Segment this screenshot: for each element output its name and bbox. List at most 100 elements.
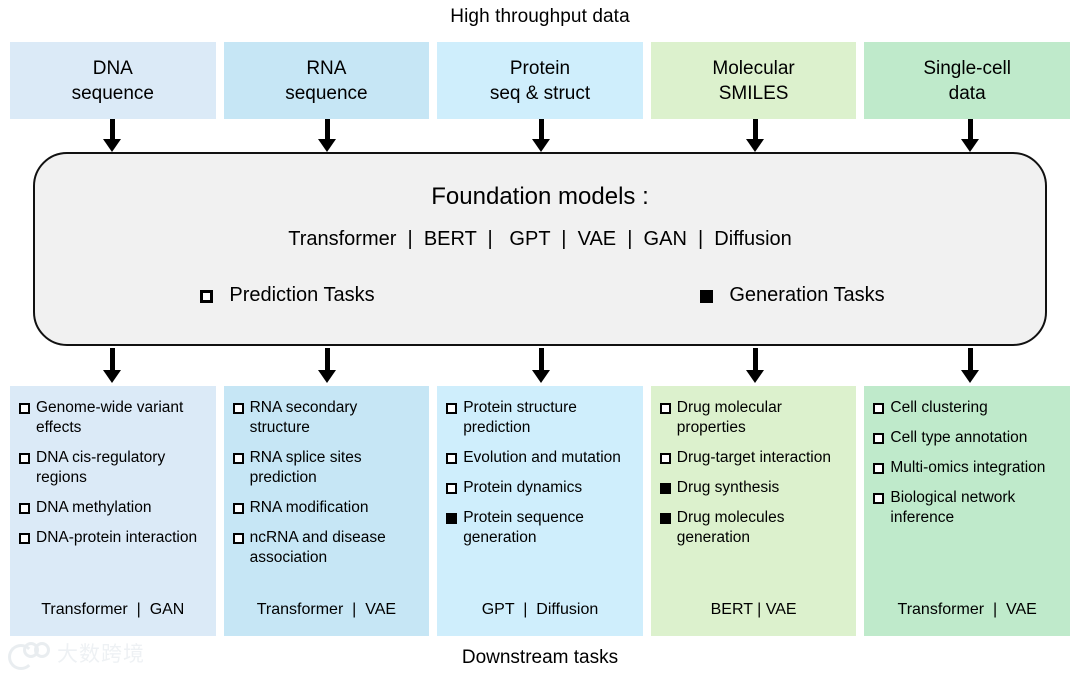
hollow-square-icon <box>873 493 885 504</box>
task-column-models: Transformer | GAN <box>41 601 185 618</box>
foundation-models-title: Foundation models : <box>431 183 649 210</box>
hollow-square-icon <box>232 403 244 414</box>
hollow-square-icon <box>446 403 458 414</box>
source-label-line1: Protein <box>509 57 571 79</box>
arrow-down-icon-model-to-singlecell-tasks <box>961 348 979 383</box>
arrow-down-icon-molecular-to-model <box>746 119 764 152</box>
list-item: Drug-target interaction <box>659 448 848 468</box>
list-item: Protein sequence generation <box>446 508 634 548</box>
source-label-line2: data <box>948 82 986 104</box>
list-item: Cell clustering <box>873 398 1061 418</box>
hollow-square-icon <box>232 453 244 464</box>
task-label: Protein structure prediction <box>463 399 577 436</box>
hollow-square-icon <box>19 453 30 464</box>
source-label-line2: SMILES <box>718 82 789 104</box>
task-label: Protein sequence generation <box>463 509 584 546</box>
hollow-square-icon <box>200 289 214 303</box>
list-item: DNA-protein interaction <box>19 528 207 548</box>
task-label: DNA methylation <box>36 499 152 516</box>
page-title: High throughput data <box>450 6 630 27</box>
arrow-down-icon-model-to-rna-tasks <box>318 348 336 383</box>
list-item: Protein structure prediction <box>446 398 634 438</box>
list-item: RNA modification <box>232 498 421 518</box>
hollow-square-icon <box>659 453 671 464</box>
list-item: Drug molecules generation <box>659 508 848 548</box>
filled-square-icon <box>659 483 671 494</box>
hollow-square-icon <box>873 403 885 414</box>
list-item: Multi-omics integration <box>873 458 1061 478</box>
task-label: RNA secondary structure <box>249 399 358 436</box>
hollow-square-icon <box>19 533 30 544</box>
task-label: Cell type annotation <box>890 429 1028 446</box>
source-box-single-cell: Single-cell data <box>864 42 1070 119</box>
source-box-protein: Protein seq & struct <box>437 42 643 119</box>
foundation-legend: Prediction Tasks Generation Tasks <box>35 282 1045 308</box>
list-item: Evolution and mutation <box>446 448 634 468</box>
arrow-down-icon-model-to-protein-tasks <box>532 348 550 383</box>
list-item: DNA methylation <box>19 498 207 518</box>
arrow-down-icon-dna-to-model <box>103 119 121 152</box>
foundation-models-list: Transformer | BERT | GPT | VAE | GAN | D… <box>288 228 792 250</box>
legend-item-prediction-tasks: Prediction Tasks <box>35 282 540 308</box>
task-label: Drug molecules generation <box>676 509 785 546</box>
source-label-line2: sequence <box>71 82 154 104</box>
source-box-dna: DNA sequence <box>10 42 216 119</box>
downstream-task-row: Genome-wide variant effects DNA cis-regu… <box>10 386 1070 636</box>
hollow-square-icon <box>659 403 671 414</box>
arrow-down-icon-model-to-dna-tasks <box>103 348 121 383</box>
task-label: Genome-wide variant effects <box>36 399 184 436</box>
downstream-tasks-caption: Downstream tasks <box>461 647 619 668</box>
task-label: Protein dynamics <box>463 479 583 496</box>
arrow-down-icon-protein-to-model <box>532 119 550 152</box>
task-label: DNA-protein interaction <box>36 529 198 546</box>
list-item: Cell type annotation <box>873 428 1061 448</box>
task-label: Drug molecular properties <box>676 399 782 436</box>
task-column-drug: Drug molecular properties Drug-target in… <box>650 386 857 636</box>
list-item: Genome-wide variant effects <box>19 398 207 438</box>
task-column-single-cell: Cell clustering Cell type annotation Mul… <box>864 386 1070 636</box>
task-column-models: Transformer | VAE <box>256 601 397 618</box>
filled-square-icon <box>446 513 458 524</box>
filled-square-icon <box>659 513 671 524</box>
list-item: Protein dynamics <box>446 478 634 498</box>
task-label: Multi-omics integration <box>890 459 1046 476</box>
hollow-square-icon <box>873 433 885 444</box>
task-column-models: GPT | Diffusion <box>481 601 599 618</box>
task-label: Drug synthesis <box>676 479 780 496</box>
list-item: ncRNA and disease association <box>232 528 421 568</box>
task-column-protein: Protein structure prediction Evolution a… <box>437 386 643 636</box>
arrow-down-icon-singlecell-to-model <box>961 119 979 152</box>
task-column-rna: RNA secondary structure RNA splice sites… <box>223 386 430 636</box>
task-label: ncRNA and disease association <box>249 529 386 566</box>
source-box-molecular: Molecular SMILES <box>650 42 857 119</box>
data-source-row: DNA sequence RNA sequence Protein seq & … <box>10 42 1070 119</box>
source-label-line2: sequence <box>285 82 368 104</box>
task-column-dna: Genome-wide variant effects DNA cis-regu… <box>10 386 216 636</box>
legend-label-generation: Generation Tasks <box>729 284 885 306</box>
task-label: Cell clustering <box>890 399 988 416</box>
hollow-square-icon <box>19 503 30 514</box>
arrow-down-icon-rna-to-model <box>318 119 336 152</box>
source-label-line1: Single-cell <box>923 57 1011 79</box>
task-label: RNA modification <box>249 499 369 516</box>
source-label-line2: seq & struct <box>489 82 591 104</box>
task-label: DNA cis-regulatory regions <box>36 449 166 486</box>
filled-square-icon <box>700 289 714 303</box>
hollow-square-icon <box>19 403 30 414</box>
source-label-line1: Molecular <box>712 57 795 79</box>
task-column-models: Transformer | VAE <box>897 601 1037 618</box>
task-label: Drug-target interaction <box>676 449 831 466</box>
task-column-models: BERT | VAE <box>710 601 797 618</box>
hollow-square-icon <box>232 503 244 514</box>
list-item: Biological network inference <box>873 488 1061 528</box>
source-box-rna: RNA sequence <box>223 42 430 119</box>
list-item: RNA splice sites prediction <box>232 448 421 488</box>
foundation-models-panel: Foundation models : Transformer | BERT |… <box>33 152 1047 346</box>
source-label-line1: DNA <box>92 57 133 79</box>
hollow-square-icon <box>446 483 458 494</box>
task-label: Biological network inference <box>890 489 1016 526</box>
legend-item-generation-tasks: Generation Tasks <box>540 282 1045 308</box>
list-item: RNA secondary structure <box>232 398 421 438</box>
source-label-line1: RNA <box>306 57 347 79</box>
hollow-square-icon <box>446 453 458 464</box>
